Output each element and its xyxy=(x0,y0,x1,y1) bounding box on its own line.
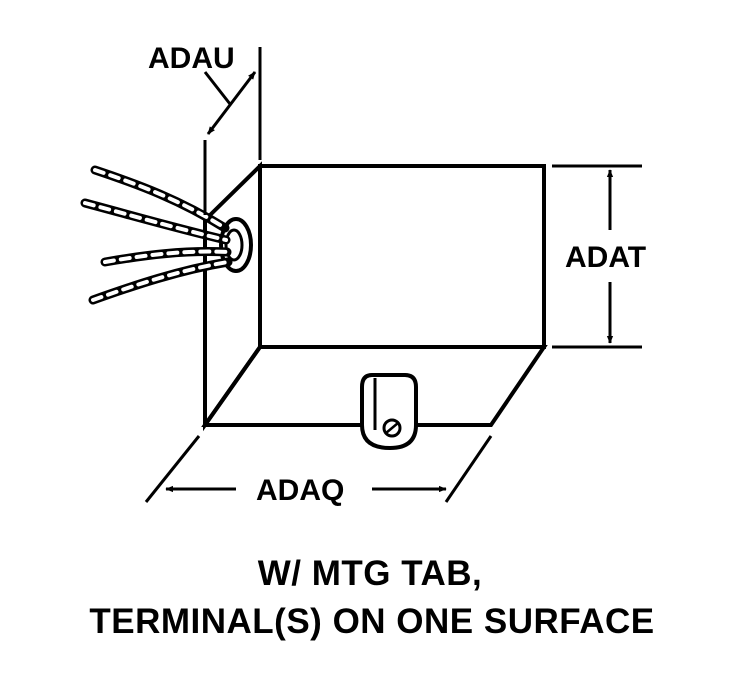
adaq-label: ADAQ xyxy=(256,474,344,507)
box-front-face xyxy=(258,164,546,349)
box-bottom-face xyxy=(201,345,548,427)
lead-wire-1 xyxy=(90,165,230,233)
box-body xyxy=(201,161,548,432)
dimension-adaq xyxy=(144,435,493,503)
lead-wire-4 xyxy=(88,257,233,305)
lead-wire-3 xyxy=(100,247,232,267)
dimension-adat xyxy=(552,164,642,349)
adau-leader xyxy=(203,71,232,105)
lead-wire-2 xyxy=(80,198,231,245)
dimension-adau xyxy=(203,47,262,215)
adat-label: ADAT xyxy=(565,241,646,274)
adau-label: ADAU xyxy=(148,42,235,75)
mounting-tab xyxy=(360,373,418,451)
adau-arrow xyxy=(206,71,257,135)
adaq-extension-left xyxy=(144,435,201,503)
lead-wires xyxy=(80,165,233,305)
adaq-extension-right xyxy=(444,435,493,503)
caption-line-1: W/ MTG TAB, xyxy=(258,554,483,593)
caption-line-2: TERMINAL(S) ON ONE SURFACE xyxy=(89,602,654,641)
